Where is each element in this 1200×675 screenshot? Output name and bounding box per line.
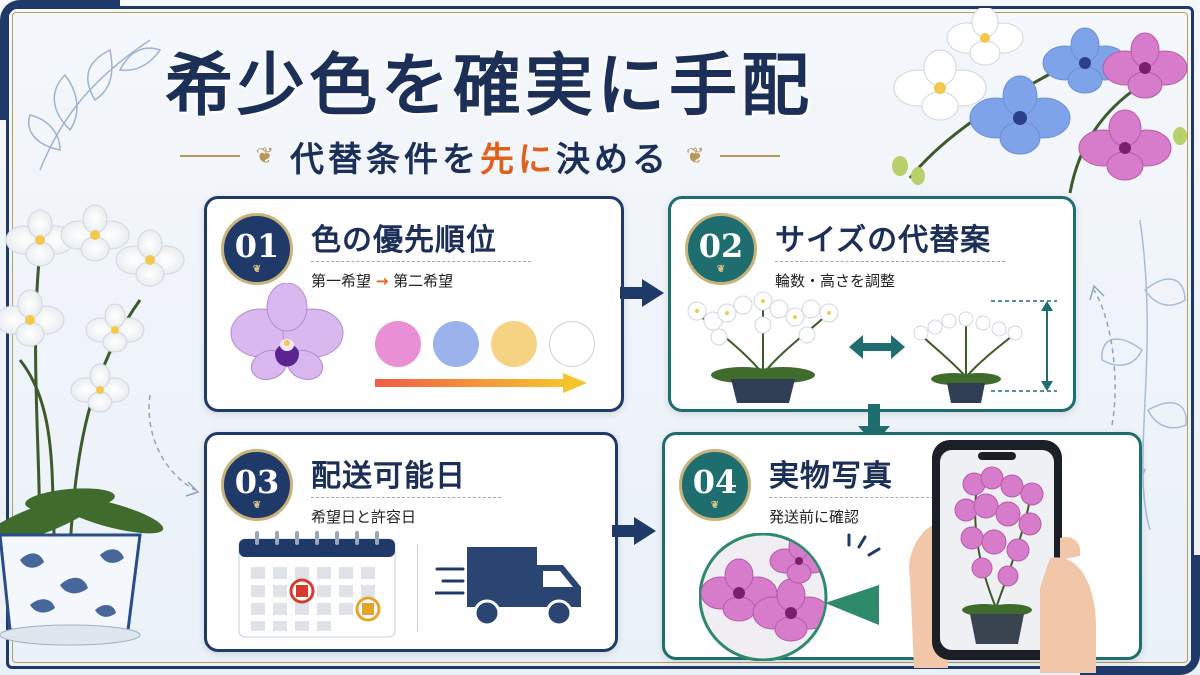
leaf-lineart-top-left xyxy=(28,39,162,171)
card-title-04: 実物写真 xyxy=(769,459,893,494)
dashed-connector-right xyxy=(1089,284,1116,426)
orchid-cluster-top-right xyxy=(892,8,1188,194)
swatch-pink xyxy=(375,321,421,367)
phone-icon xyxy=(909,440,1096,673)
card-title-02: サイズの代替案 xyxy=(775,223,992,258)
swatch-white xyxy=(549,321,595,367)
white-orchid-pot-illustration xyxy=(0,204,185,646)
step-badge-02: 02❦ xyxy=(685,213,757,285)
main-title: 希少色を確実に手配 xyxy=(165,46,814,126)
flow-arrow-3-to-4 xyxy=(612,517,656,545)
card-subtitle-04: 発送前に確認 xyxy=(769,497,939,527)
truck-icon xyxy=(435,547,581,627)
orchid-icon xyxy=(230,283,344,381)
swatch-blue xyxy=(433,321,479,367)
ornament-line-right xyxy=(720,155,781,157)
card-color-priority: 01❦ 色の優先順位 第一希望 → 第二希望 xyxy=(204,196,624,412)
first-choice-label: 第一希望 xyxy=(311,272,372,290)
dashed-connector-left xyxy=(148,394,200,497)
card-subtitle-01: 第一希望 → 第二希望 xyxy=(311,261,531,291)
card-subtitle-02: 輪数・高さを調整 xyxy=(775,261,1005,291)
corner-ornament-top-left xyxy=(0,0,120,120)
card-title-03: 配送可能日 xyxy=(311,459,466,494)
corner-ornament-bottom-right xyxy=(1080,555,1200,675)
large-orchid-pot-icon xyxy=(687,291,839,403)
second-choice-label: 第二希望 xyxy=(393,272,454,290)
color-swatches xyxy=(375,321,605,369)
priority-gradient-arrow xyxy=(375,373,587,393)
subtitle: 代替条件を先に決める xyxy=(290,132,670,181)
card-title-01: 色の優先順位 xyxy=(311,223,497,258)
card-size-alternative: 02❦ サイズの代替案 輪数・高さを調整 xyxy=(668,196,1076,412)
double-arrow-icon xyxy=(849,335,905,359)
small-orchid-pot-icon xyxy=(913,311,1023,403)
height-measure-icon xyxy=(991,300,1057,392)
step-badge-04: 04❦ xyxy=(679,449,751,521)
card-delivery-date: 03❦ 配送可能日 希望日と許容日 xyxy=(204,432,618,652)
swatch-yellow xyxy=(491,321,537,367)
divider-vertical xyxy=(417,545,418,631)
fleuron-icon-right: ❦ xyxy=(686,143,705,169)
subtitle-highlight: 先に xyxy=(480,139,556,180)
subtitle-row: ❦ 代替条件を先に決める ❦ xyxy=(175,130,785,182)
card-subtitle-03: 希望日と許容日 xyxy=(311,497,501,527)
subtitle-before: 代替条件を xyxy=(290,139,480,180)
flow-arrow-1-to-2 xyxy=(620,279,664,307)
arrow-label: → xyxy=(375,272,389,290)
step-badge-03: 03❦ xyxy=(221,449,293,521)
calendar-icon xyxy=(238,531,396,638)
step-badge-01: 01❦ xyxy=(221,213,293,285)
subtitle-after: 決める xyxy=(556,139,670,180)
ornament-line-left xyxy=(179,155,240,157)
fleuron-icon-left: ❦ xyxy=(255,143,274,169)
zoom-orchid-circle xyxy=(699,533,881,661)
